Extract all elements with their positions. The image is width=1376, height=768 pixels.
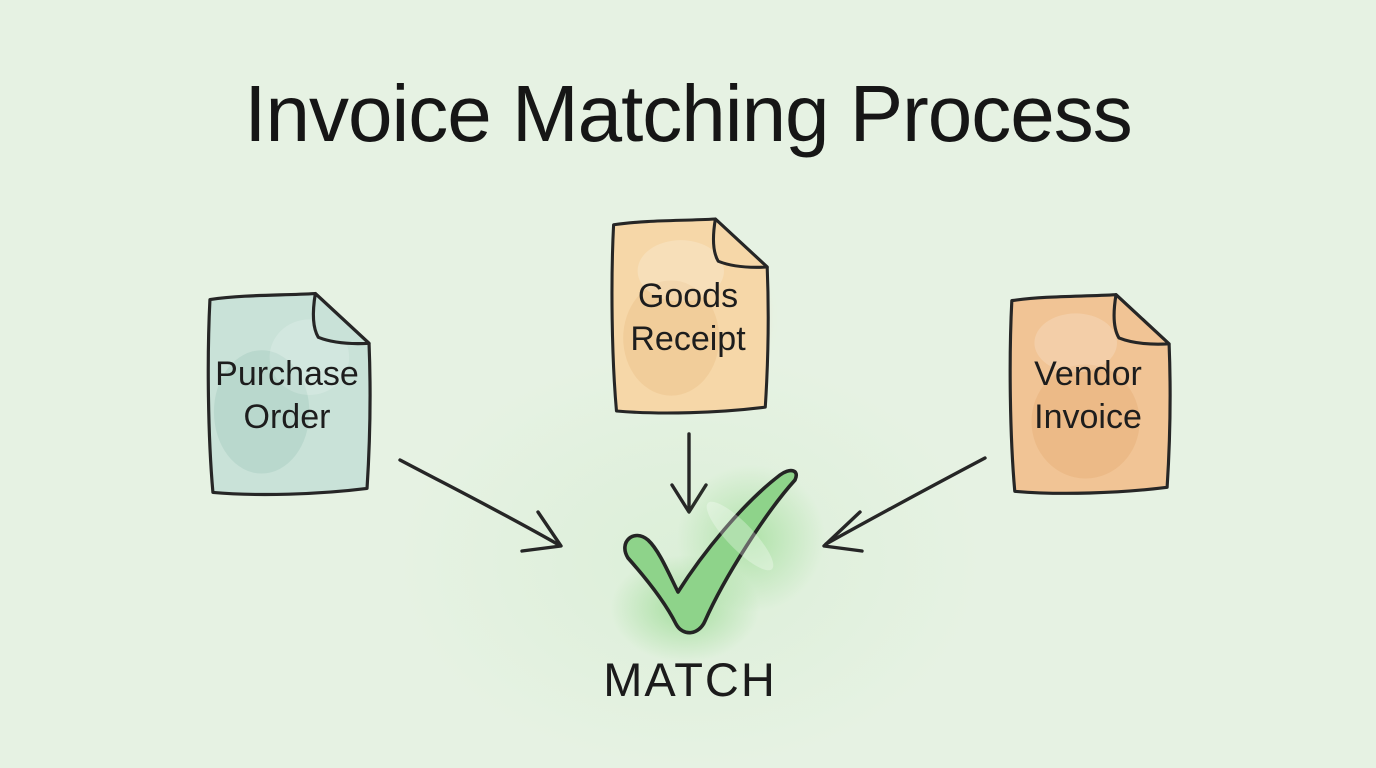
- document-body: [1008, 293, 1172, 495]
- watercolor-blob: [1031, 364, 1140, 479]
- match-label: MATCH: [603, 653, 777, 706]
- arrow-purchase-order-to-match-icon: [393, 452, 573, 557]
- document-fold-corner: [711, 217, 769, 269]
- watercolor-blob: [213, 350, 310, 474]
- document-fold-corner: [311, 291, 371, 346]
- document-label-line: Purchase: [215, 355, 359, 394]
- watercolor-blob: [623, 280, 720, 396]
- document-icon: [1008, 293, 1172, 495]
- document-label-line: Vendor: [1034, 355, 1142, 394]
- document-icon: [610, 217, 770, 415]
- document-label-line: Goods: [637, 277, 739, 316]
- document-label-line: Invoice: [1034, 398, 1142, 436]
- vendor-invoice-document: Vendor Invoice: [1002, 284, 1174, 502]
- page-title: Invoice Matching Process: [244, 69, 1133, 158]
- goods-receipt-document: Goods Receipt: [604, 209, 772, 421]
- document-label: Goods Receipt: [604, 209, 772, 421]
- document-fold-corner: [1112, 293, 1171, 346]
- match-checkmark-icon: [612, 458, 808, 648]
- document-label-line: Receipt: [630, 320, 746, 358]
- watercolor-highlight: [637, 240, 724, 302]
- document-label: Purchase Order: [200, 286, 374, 500]
- document-icon: [206, 291, 372, 497]
- watercolor-highlight: [1034, 313, 1117, 373]
- document-label-line: Order: [243, 398, 331, 436]
- document-body: [206, 291, 372, 497]
- document-body: [610, 217, 770, 415]
- checkmark-highlight: [706, 501, 774, 571]
- document-label: Vendor Invoice: [1002, 284, 1174, 502]
- checkmark-shape: [623, 468, 798, 635]
- purchase-order-document: Purchase Order: [200, 286, 374, 500]
